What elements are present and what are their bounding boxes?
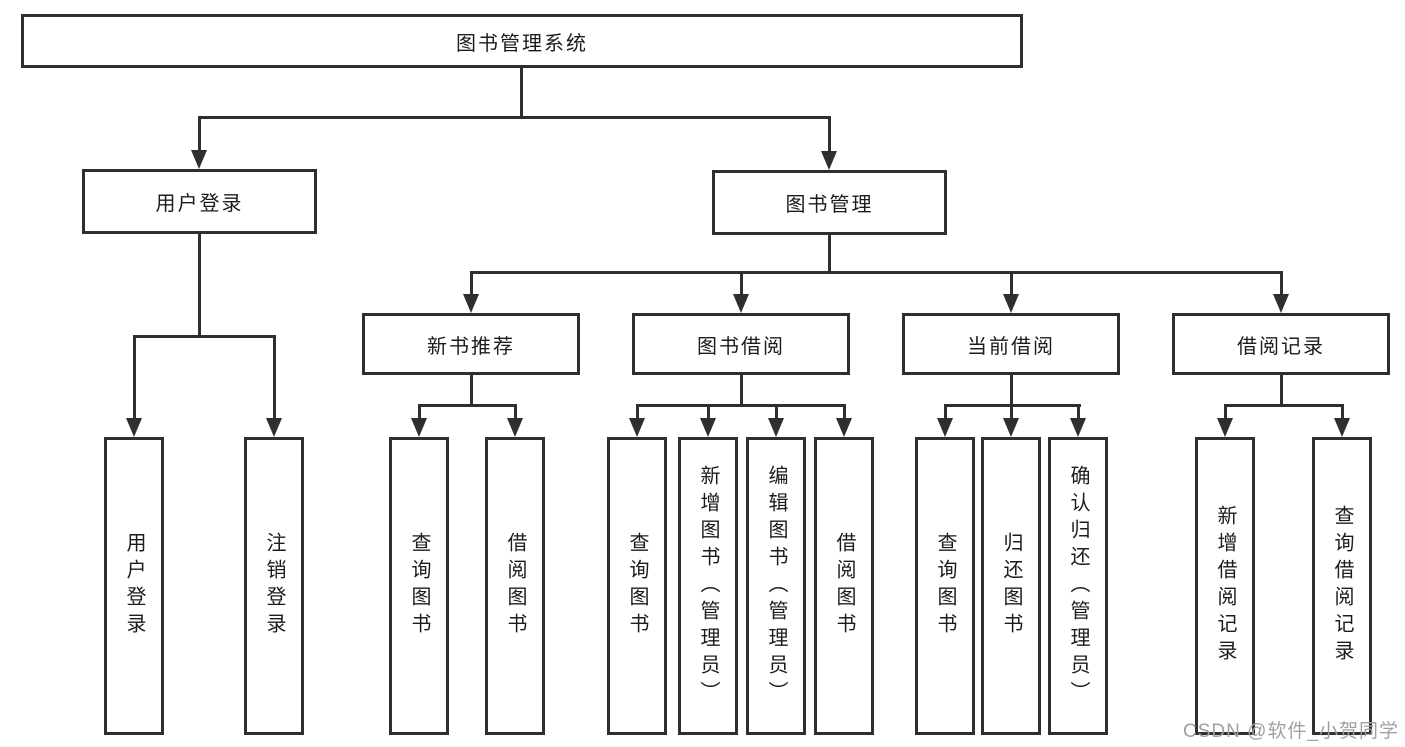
leaf-add-borrow-record: 新增借阅记录 xyxy=(1195,437,1255,735)
arrowhead-down-icon xyxy=(411,418,427,437)
leaf-borrow-books-recommend: 借阅图书 xyxy=(485,437,545,735)
connector-line xyxy=(944,404,1081,407)
leaf-logout-label: 注销登录 xyxy=(263,532,285,640)
node-user-login: 用户登录 xyxy=(82,169,317,234)
leaf-add-book-admin-label: 新增图书（管理员） xyxy=(697,464,719,708)
leaf-query-borrow-record-label: 查询借阅记录 xyxy=(1331,505,1353,667)
connector-line xyxy=(828,234,831,272)
leaf-add-book-admin: 新增图书（管理员） xyxy=(678,437,738,735)
arrowhead-down-icon xyxy=(836,418,852,437)
leaf-confirm-return-admin: 确认归还（管理员） xyxy=(1048,437,1108,735)
connector-line xyxy=(470,374,473,405)
connector-line xyxy=(1224,405,1227,419)
leaf-return-book: 归还图书 xyxy=(981,437,1041,735)
leaf-logout: 注销登录 xyxy=(244,437,304,735)
connector-line xyxy=(1280,374,1283,405)
leaf-edit-book-admin: 编辑图书（管理员） xyxy=(746,437,806,735)
node-user-login-label: 用户登录 xyxy=(155,193,244,215)
arrowhead-down-icon xyxy=(191,150,207,169)
leaf-borrow-books-borrowing-label: 借阅图书 xyxy=(833,532,855,640)
connector-line xyxy=(418,405,421,419)
node-book-borrowing-label: 图书借阅 xyxy=(697,335,785,358)
connector-line xyxy=(843,405,846,419)
arrowhead-down-icon xyxy=(126,418,142,437)
node-new-book-recommend: 新书推荐 xyxy=(362,313,580,375)
leaf-query-books-current-label: 查询图书 xyxy=(934,532,956,640)
connector-line xyxy=(740,272,743,295)
node-root: 图书管理系统 xyxy=(21,14,1023,68)
node-current-borrowing: 当前借阅 xyxy=(902,313,1120,375)
arrowhead-down-icon xyxy=(1217,418,1233,437)
leaf-query-books-recommend: 查询图书 xyxy=(389,437,449,735)
arrowhead-down-icon xyxy=(1070,418,1086,437)
leaf-user-login: 用户登录 xyxy=(104,437,164,735)
leaf-query-books-recommend-label: 查询图书 xyxy=(408,532,430,640)
arrowhead-down-icon xyxy=(463,294,479,313)
leaf-query-books-borrowing: 查询图书 xyxy=(607,437,667,735)
node-borrow-records-label: 借阅记录 xyxy=(1237,335,1325,358)
arrowhead-down-icon xyxy=(937,418,953,437)
arrowhead-down-icon xyxy=(1334,418,1350,437)
connector-line xyxy=(470,271,1283,274)
connector-line xyxy=(775,405,778,419)
leaf-query-books-current: 查询图书 xyxy=(915,437,975,735)
arrowhead-down-icon xyxy=(1273,294,1289,313)
connector-line xyxy=(470,272,473,295)
node-new-book-recommend-label: 新书推荐 xyxy=(427,335,515,358)
arrowhead-down-icon xyxy=(1003,294,1019,313)
leaf-add-borrow-record-label: 新增借阅记录 xyxy=(1214,505,1236,667)
leaf-user-login-label: 用户登录 xyxy=(123,532,145,640)
leaf-query-borrow-record: 查询借阅记录 xyxy=(1312,437,1372,735)
arrowhead-down-icon xyxy=(1003,418,1019,437)
node-borrow-records: 借阅记录 xyxy=(1172,313,1390,375)
connector-line xyxy=(944,405,947,419)
connector-line xyxy=(1224,404,1344,407)
connector-line xyxy=(133,336,136,419)
connector-line xyxy=(520,68,523,117)
node-book-borrowing: 图书借阅 xyxy=(632,313,850,375)
connector-line xyxy=(198,116,831,119)
arrowhead-down-icon xyxy=(821,151,837,170)
leaf-edit-book-admin-label: 编辑图书（管理员） xyxy=(765,464,787,708)
connector-line xyxy=(1010,272,1013,295)
arrowhead-down-icon xyxy=(733,294,749,313)
connector-line xyxy=(273,336,276,419)
connector-line xyxy=(740,374,743,405)
node-book-management-label: 图书管理 xyxy=(785,194,874,216)
connector-line xyxy=(198,233,201,336)
leaf-query-books-borrowing-label: 查询图书 xyxy=(626,532,648,640)
leaf-return-book-label: 归还图书 xyxy=(1000,532,1022,640)
connector-line xyxy=(133,335,276,338)
connector-line xyxy=(707,405,710,419)
node-root-label: 图书管理系统 xyxy=(456,32,588,55)
connector-line xyxy=(1010,374,1013,405)
arrowhead-down-icon xyxy=(266,418,282,437)
connector-line xyxy=(1280,272,1283,295)
watermark: CSDN @软件_小贺同学 xyxy=(1183,721,1399,742)
connector-line xyxy=(198,117,201,151)
connector-line xyxy=(636,404,846,407)
arrowhead-down-icon xyxy=(629,418,645,437)
node-current-borrowing-label: 当前借阅 xyxy=(967,335,1055,358)
leaf-borrow-books-borrowing: 借阅图书 xyxy=(814,437,874,735)
connector-line xyxy=(636,405,639,419)
arrowhead-down-icon xyxy=(700,418,716,437)
node-book-management: 图书管理 xyxy=(712,170,947,235)
arrowhead-down-icon xyxy=(507,418,523,437)
connector-line xyxy=(1341,405,1344,419)
leaf-confirm-return-admin-label: 确认归还（管理员） xyxy=(1067,464,1089,708)
connector-line xyxy=(1077,405,1080,419)
connector-line xyxy=(514,405,517,419)
arrowhead-down-icon xyxy=(768,418,784,437)
connector-line xyxy=(1010,405,1013,419)
connector-line xyxy=(828,117,831,152)
connector-line xyxy=(418,404,517,407)
leaf-borrow-books-recommend-label: 借阅图书 xyxy=(504,532,526,640)
